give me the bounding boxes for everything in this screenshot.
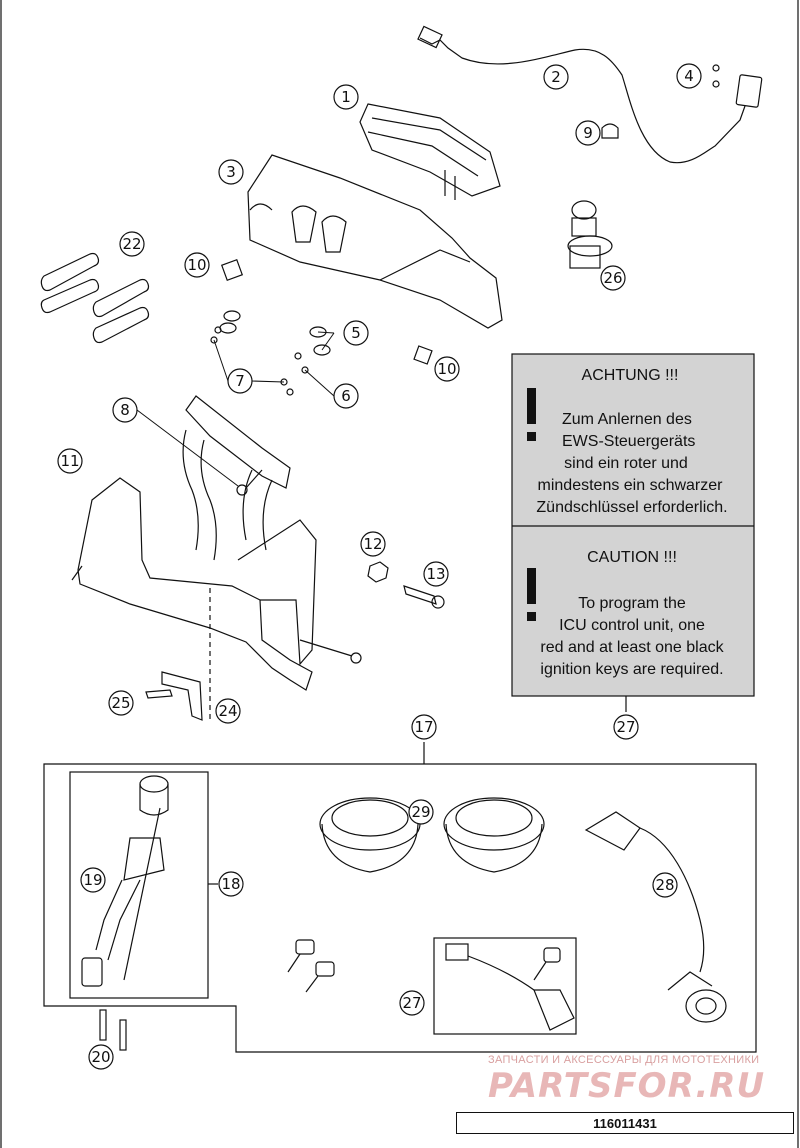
callout-27-harness: 27 [402, 994, 421, 1012]
warning-box [511, 353, 755, 697]
warning-german: ACHTUNG !!! Zum Anlernen des EWS-Steuerg… [527, 367, 728, 516]
callout-20: 20 [91, 1048, 110, 1066]
callout-27-warning: 27 [616, 718, 635, 736]
part-12-nut [367, 561, 389, 583]
kit-17-outline [43, 763, 757, 1053]
part-20-bolts [99, 1009, 127, 1051]
callout-10-lower: 10 [437, 360, 456, 378]
watermark-tagline: ЗАПЧАСТИ И АКСЕССУАРЫ ДЛЯ МОТОТЕХНИКИ [488, 1054, 760, 1066]
callout-12: 12 [363, 535, 382, 553]
drawing-code: 116011431 [456, 1112, 794, 1134]
part-25-bolt [145, 689, 173, 699]
warning-de-line4: mindestens ein schwarzer [538, 477, 724, 494]
warning-english: CAUTION !!! To program the ICU control u… [527, 549, 725, 678]
callout-18: 18 [221, 875, 240, 893]
callout-9: 9 [583, 124, 593, 142]
part-27-harness [445, 943, 575, 1031]
callout-6: 6 [341, 387, 351, 405]
exclamation-dot-icon [527, 432, 536, 441]
warning-de-line1: Zum Anlernen des [562, 411, 692, 428]
exclamation-dot-icon [527, 612, 536, 621]
part-1-instrument-cluster [359, 103, 501, 200]
part-13-bolt [403, 585, 445, 609]
callout-7: 7 [235, 372, 245, 390]
warning-de-line2: EWS-Steuergeräts [562, 433, 695, 450]
callout-10-upper: 10 [187, 256, 206, 274]
callout-8: 8 [120, 401, 130, 419]
part-28-lock [584, 811, 727, 1023]
callout-1: 1 [341, 88, 351, 106]
callout-25: 25 [111, 694, 130, 712]
part-11-bracket [71, 395, 362, 691]
warning-de-line3: sind ein roter und [564, 455, 688, 472]
callout-19: 19 [83, 871, 102, 889]
part-4-clip [712, 64, 763, 108]
keys [287, 939, 561, 993]
part-24-bracket [161, 588, 211, 721]
exclamation-icon [527, 568, 536, 604]
callout-2: 2 [551, 68, 561, 86]
part-3-cockpit-panel [247, 154, 503, 329]
warning-en-line4: ignition keys are required. [540, 661, 723, 678]
warning-en-line3: red and at least one black [540, 639, 724, 656]
callout-5: 5 [351, 324, 361, 342]
warning-en-line1: To program the [578, 595, 686, 612]
warning-de-line5: Zündschlüssel erforderlich. [536, 499, 727, 516]
warning-en-line2: ICU control unit, one [559, 617, 705, 634]
callout-17: 17 [414, 718, 433, 736]
warning-en-heading: CAUTION !!! [587, 549, 677, 566]
exclamation-icon [527, 388, 536, 424]
callout-29: 29 [411, 803, 430, 821]
part-9-holder [601, 123, 619, 139]
part-26-socket [567, 200, 613, 269]
callout-24: 24 [218, 702, 237, 720]
callout-4: 4 [684, 67, 694, 85]
warning-de-heading: ACHTUNG !!! [582, 367, 679, 384]
callout-22: 22 [122, 235, 141, 253]
callout-11: 11 [60, 452, 79, 470]
part-2-cable [417, 25, 746, 164]
kit-27-box [433, 937, 577, 1035]
callout-26: 26 [603, 269, 622, 287]
part-22-tubes [40, 252, 150, 344]
small-hardware [210, 258, 433, 396]
watermark-logo: PARTSFOR.RU [488, 1066, 766, 1106]
kit-18-box [69, 771, 209, 999]
callout-13: 13 [426, 565, 445, 583]
callout-28: 28 [655, 876, 674, 894]
callout-3: 3 [226, 163, 236, 181]
part-19-ignition-lock [81, 775, 169, 987]
